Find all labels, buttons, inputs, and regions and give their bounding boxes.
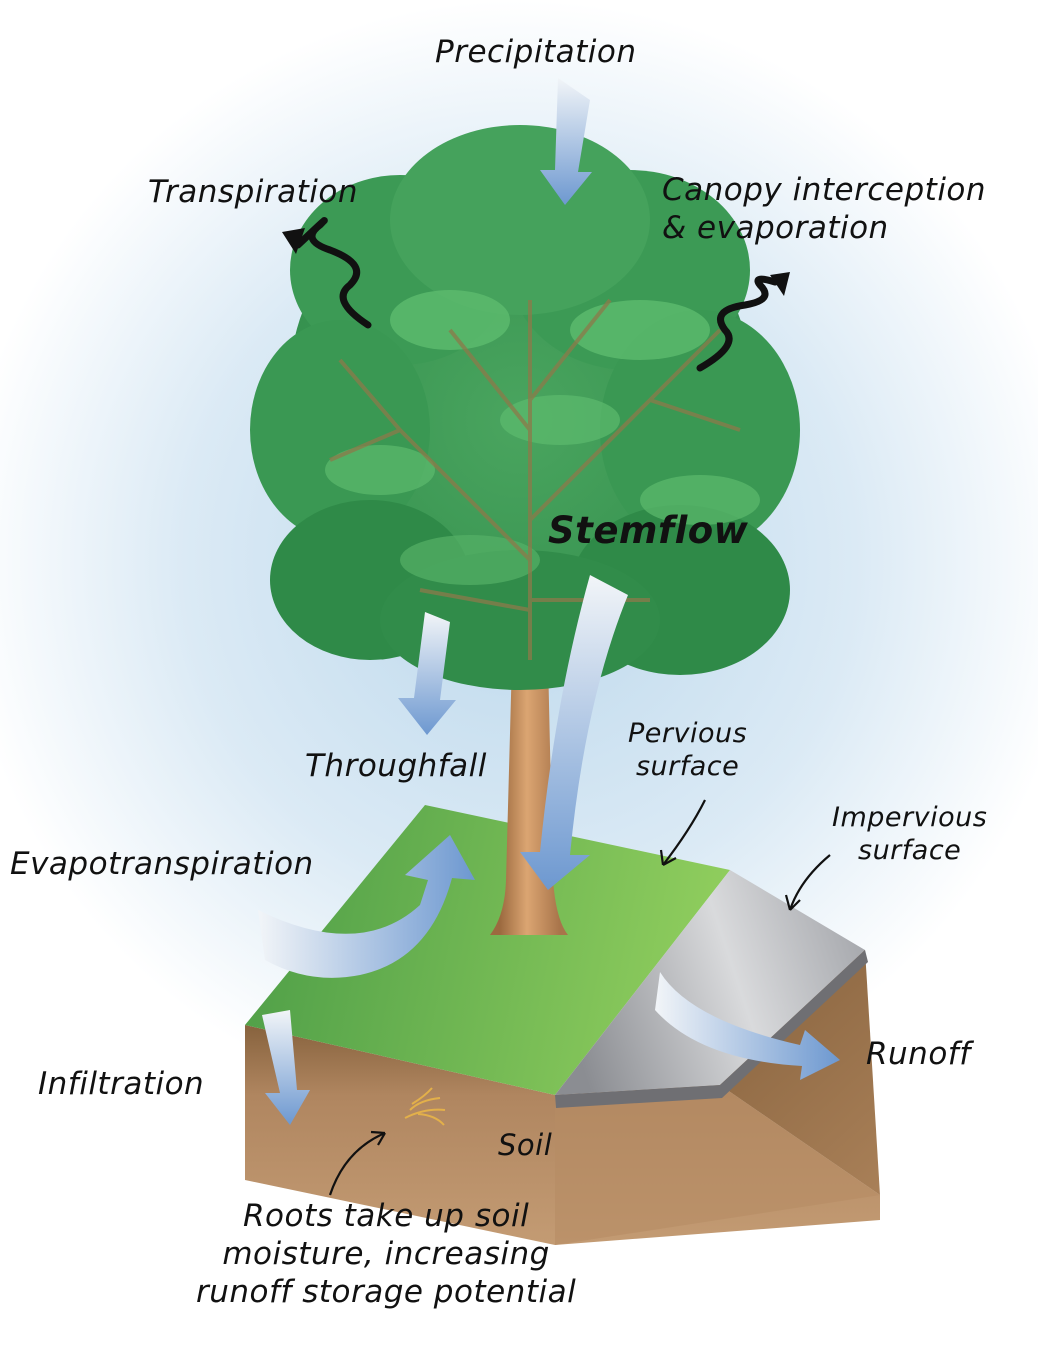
evapotranspiration-arrow bbox=[258, 835, 475, 978]
roots-pointer bbox=[328, 1131, 386, 1196]
infiltration-arrow bbox=[262, 1010, 310, 1125]
label-pervious-surface: Pervious surface bbox=[628, 718, 748, 782]
label-soil: Soil bbox=[498, 1128, 553, 1162]
precipitation-arrow bbox=[540, 78, 592, 205]
runoff-arrow bbox=[655, 972, 840, 1080]
ground-block bbox=[245, 805, 880, 1245]
canopy-evaporation-arrow bbox=[696, 272, 790, 372]
label-canopy-interception: Canopy interception & evaporation bbox=[662, 172, 987, 246]
pervious-surface bbox=[245, 805, 730, 1095]
impervious-pointer bbox=[788, 854, 831, 911]
label-throughfall: Throughfall bbox=[305, 748, 487, 784]
label-precipitation: Precipitation bbox=[435, 34, 637, 70]
label-stemflow: Stemflow bbox=[548, 509, 749, 552]
label-evapotranspiration: Evapotranspiration bbox=[10, 846, 314, 882]
label-runoff: Runoff bbox=[866, 1036, 971, 1072]
roots bbox=[404, 1087, 446, 1126]
impervious-surface bbox=[555, 870, 865, 1095]
tree-canopy bbox=[250, 125, 800, 690]
stemflow-arrow bbox=[520, 575, 628, 890]
label-impervious-surface: Impervious surface bbox=[832, 802, 988, 866]
transpiration-arrow bbox=[282, 217, 372, 329]
label-roots-caption: Roots take up soil moisture, increasing … bbox=[196, 1198, 577, 1310]
label-infiltration: Infiltration bbox=[38, 1066, 205, 1102]
pervious-pointer bbox=[662, 799, 706, 866]
throughfall-arrow bbox=[398, 612, 456, 735]
label-transpiration: Transpiration bbox=[148, 174, 358, 210]
